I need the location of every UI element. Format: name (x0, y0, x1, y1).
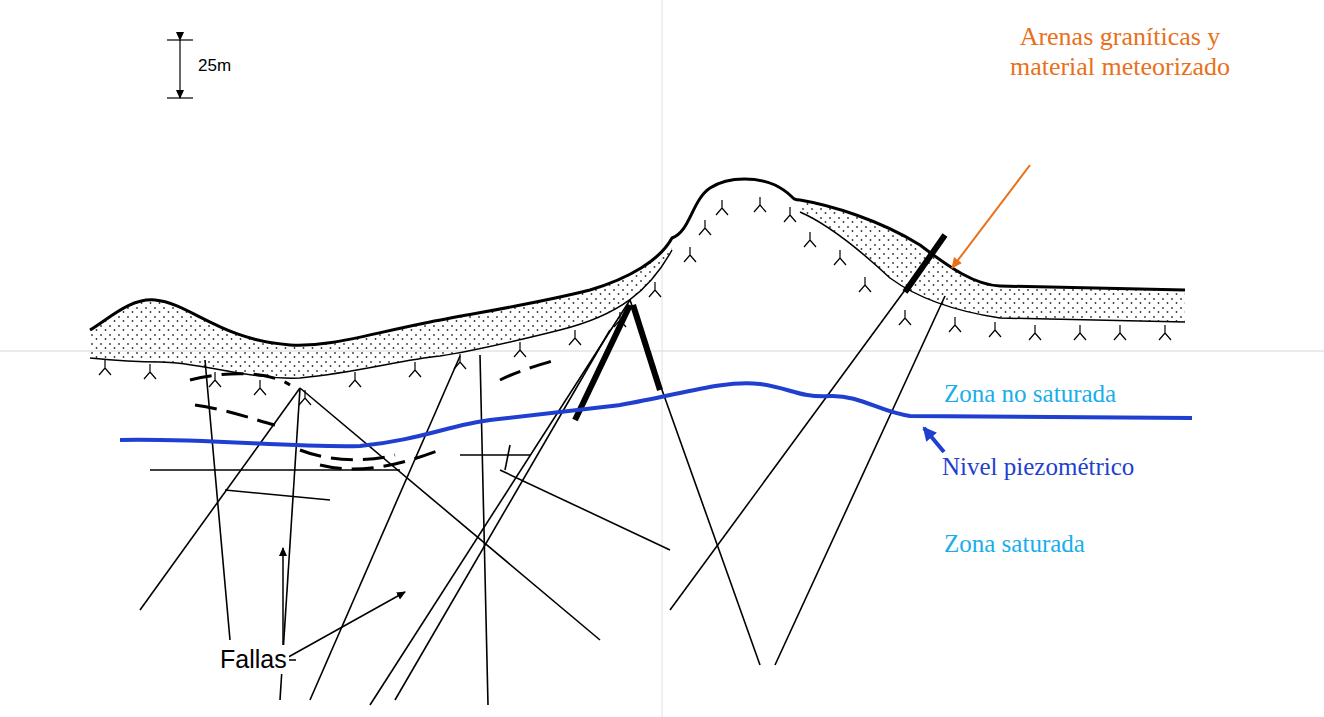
weathering-mark (569, 330, 581, 345)
leader-line (283, 548, 296, 660)
weathering-mark (716, 200, 728, 215)
weathering-mark (349, 372, 361, 387)
weathering-mark (209, 372, 221, 387)
leader-arrow (924, 428, 944, 452)
dimension-label: 25m (196, 56, 233, 76)
guide-line (662, 0, 663, 717)
weathering-mark (834, 250, 846, 265)
weathering-mark (614, 312, 626, 327)
leader-line (952, 165, 1030, 268)
weathering-mark (859, 277, 871, 292)
weathering-mark (1114, 325, 1126, 340)
thick-faults (575, 235, 945, 420)
weathering-mark (1029, 325, 1041, 340)
weathering-mark (899, 310, 911, 325)
weathering-mark (254, 380, 266, 395)
dimension-tick (167, 97, 193, 98)
weathering-mark (299, 390, 311, 405)
dimension-tick (167, 39, 193, 40)
sand-layer (800, 200, 1185, 322)
dimension-line (179, 40, 180, 98)
material-label: Arenas graníticas y material meteorizado (985, 22, 1255, 82)
weathering-mark (99, 360, 111, 375)
weathering-mark (684, 247, 696, 262)
weathering-mark (989, 322, 1001, 337)
weathering-mark (949, 317, 961, 332)
zone-label: Zona saturada (942, 530, 1087, 559)
weathering-mark (1159, 325, 1171, 340)
faults (140, 290, 945, 705)
weathering-mark (409, 362, 421, 377)
leader-line (283, 592, 405, 660)
weathering-mark (514, 342, 526, 357)
fault-label: Fallas (218, 645, 289, 674)
level-label: Nivel piezométrico (940, 453, 1136, 482)
dashed-fractures (190, 360, 555, 469)
weathering-mark (1074, 325, 1086, 340)
zone-label: Zona no saturada (942, 380, 1118, 409)
sand-base (90, 250, 672, 378)
weathering-mark (649, 282, 661, 297)
weathering-mark (144, 364, 156, 379)
sand-layer (90, 238, 672, 378)
weathering-marks (99, 197, 1171, 405)
weathering-mark (454, 354, 466, 369)
weathering-mark (804, 232, 816, 247)
sand-base (800, 212, 1185, 322)
weathering-mark (784, 207, 796, 222)
weathering-mark (699, 220, 711, 235)
weathering-mark (754, 197, 766, 212)
